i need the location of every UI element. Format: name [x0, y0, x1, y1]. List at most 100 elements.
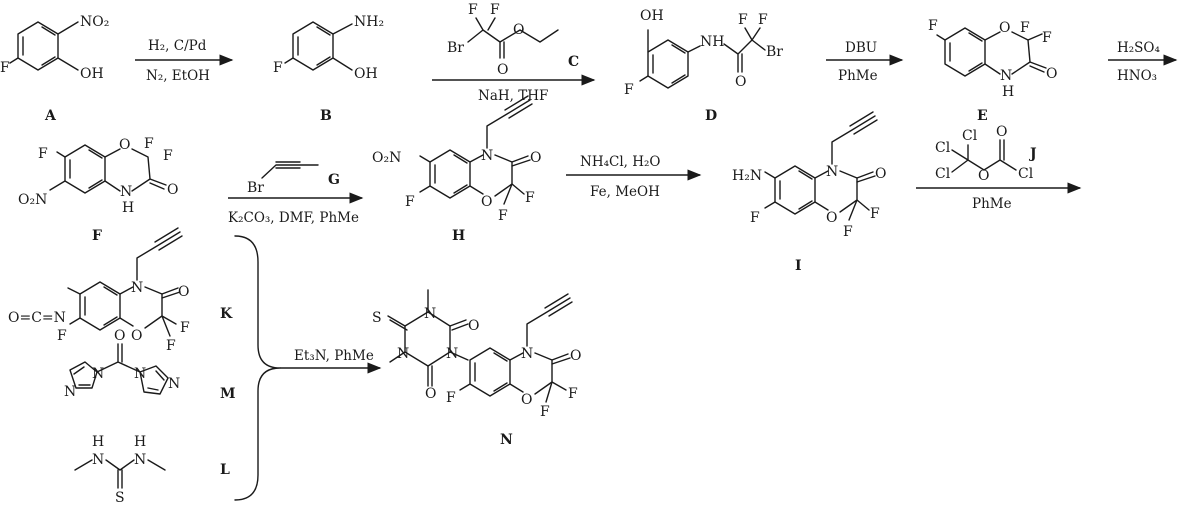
nh-hydrogen-label: H	[1002, 84, 1014, 100]
fluoro-label: F	[568, 386, 578, 402]
oxygen-label: O	[513, 22, 524, 38]
compound-i-label: I	[795, 258, 802, 274]
compound-e-structure: F O F F O N H E	[928, 18, 1057, 124]
fluoro-label: F	[928, 18, 938, 34]
reagent-j-structure: Cl Cl Cl O O Cl J	[935, 124, 1037, 184]
bromo-label: Br	[247, 180, 264, 196]
compound-d-structure: OH NH F F Br O F D	[624, 8, 783, 124]
fluoro-label: F	[843, 224, 853, 240]
bromo-label: Br	[766, 44, 783, 60]
compound-l-structure: N H N H S L	[74, 434, 230, 506]
arrow-f-to-h: K₂CO₃, DMF, PhMe	[228, 192, 364, 226]
amine-label: H₂N	[732, 168, 762, 184]
carbonyl-oxygen-label: O	[570, 348, 581, 364]
fluoro-label: F	[1020, 20, 1030, 36]
hydroxyl-label: OH	[80, 66, 104, 82]
reagent-c-structure: F F Br O O C	[447, 2, 579, 78]
reagent-c-label: C	[568, 54, 579, 70]
compound-m-structure: O N N N N M	[64, 328, 236, 402]
fluoro-label: F	[498, 208, 508, 224]
fluoro-label: F	[525, 190, 535, 206]
imidazole-n-label: N	[168, 376, 180, 392]
ring-oxygen-label: O	[119, 137, 130, 153]
hydroxyl-label: OH	[354, 66, 378, 82]
reagents-brace	[234, 235, 281, 501]
fluoro-label: F	[540, 404, 550, 420]
fluoro-label: F	[750, 210, 760, 226]
imidazole-n-label: N	[64, 384, 76, 400]
compound-k-label: K	[220, 306, 233, 322]
cond-bd-bot: NaH, THF	[478, 88, 548, 104]
ring-oxygen-label: O	[481, 194, 492, 210]
cond-hi-top: NH₄Cl, H₂O	[580, 154, 660, 170]
fluoro-label: F	[446, 390, 456, 406]
nh-hydrogen-label: H	[92, 434, 104, 450]
cond-kn-top: Et₃N, PhMe	[294, 348, 374, 364]
fluoro-label: F	[468, 2, 478, 18]
nh-hydrogen-label: H	[134, 434, 146, 450]
ring-n-label: N	[120, 184, 132, 200]
ring-oxygen-label: O	[826, 210, 837, 226]
cond-ef-bot: HNO₃	[1117, 68, 1157, 84]
fluoro-label: F	[405, 194, 415, 210]
arrow-d-to-e: DBU PhMe	[826, 40, 904, 84]
cond-fh-bot: K₂CO₃, DMF, PhMe	[228, 210, 359, 226]
fluoro-label: F	[273, 60, 283, 76]
nitro-group-label: O₂N	[18, 192, 47, 208]
compound-d-label: D	[705, 108, 717, 124]
carbonyl-oxygen-label: O	[425, 386, 436, 402]
reagent-j-label: J	[1028, 146, 1037, 162]
imidazole-n-label: N	[92, 366, 104, 382]
fluoro-label: F	[38, 146, 48, 162]
compound-n-label: N	[500, 432, 513, 448]
arrow-i-to-k: PhMe	[916, 182, 1082, 212]
nitro-group-label: O₂N	[372, 150, 401, 166]
cond-ij-bot: PhMe	[972, 196, 1012, 212]
fluoro-label: F	[166, 338, 176, 354]
compound-b-structure: NH₂ OH F B	[273, 14, 384, 124]
amine-label: NH₂	[354, 14, 384, 30]
arrow-e-to-f: H₂SO₄ HNO₃	[1108, 40, 1178, 84]
ring-oxygen-label: O	[131, 328, 142, 344]
reagent-g-structure: Br G	[247, 161, 340, 196]
ring-n-label: N	[826, 164, 838, 180]
arrow-h-to-i: NH₄Cl, H₂O Fe, MeOH	[566, 154, 702, 200]
ring-n-label: N	[397, 346, 409, 362]
fluoro-label: F	[1042, 30, 1052, 46]
imidazole-n-label: N	[134, 366, 146, 382]
compound-n-structure: S O N N N O F N O O F F N	[372, 289, 581, 448]
fluoro-label: F	[180, 320, 190, 336]
reagent-g-label: G	[328, 172, 340, 188]
hydroxyl-label: OH	[640, 8, 664, 24]
fluoro-label: F	[738, 12, 748, 28]
compound-b-label: B	[320, 108, 332, 124]
ring-oxygen-label: O	[521, 392, 532, 408]
arrow-a-to-b: H₂, C/Pd N₂, EtOH	[135, 38, 234, 84]
chloro-label: Cl	[1018, 166, 1034, 182]
ring-n-label: N	[424, 306, 436, 322]
cond-ef-top: H₂SO₄	[1117, 40, 1160, 56]
ring-n-label: N	[521, 346, 533, 362]
carbonyl-oxygen-label: O	[167, 182, 178, 198]
cond-de-top: DBU	[845, 40, 877, 56]
thione-sulfur-label: S	[372, 310, 382, 326]
compound-k-structure: O=C=N F N O O F F K	[8, 227, 233, 354]
ring-n-label: N	[481, 148, 493, 164]
carbonyl-oxygen-label: O	[875, 166, 886, 182]
ring-n-label: N	[131, 280, 143, 296]
carbonyl-oxygen-label: O	[468, 318, 479, 334]
carbonyl-oxygen-label: O	[178, 284, 189, 300]
fluoro-label: F	[758, 12, 768, 28]
fluoro-label: F	[624, 82, 634, 98]
carbonyl-oxygen-label: O	[530, 150, 541, 166]
compound-h-label: H	[452, 228, 465, 244]
fluoro-label: F	[163, 148, 173, 164]
oxygen-label: O	[497, 62, 508, 78]
cond-de-bot: PhMe	[838, 68, 878, 84]
ring-oxygen-label: O	[999, 20, 1010, 36]
carbonyl-oxygen-label: O	[1046, 66, 1057, 82]
amine-n-label: N	[92, 452, 104, 468]
compound-m-label: M	[220, 386, 236, 402]
amide-nh-label: NH	[700, 34, 724, 50]
